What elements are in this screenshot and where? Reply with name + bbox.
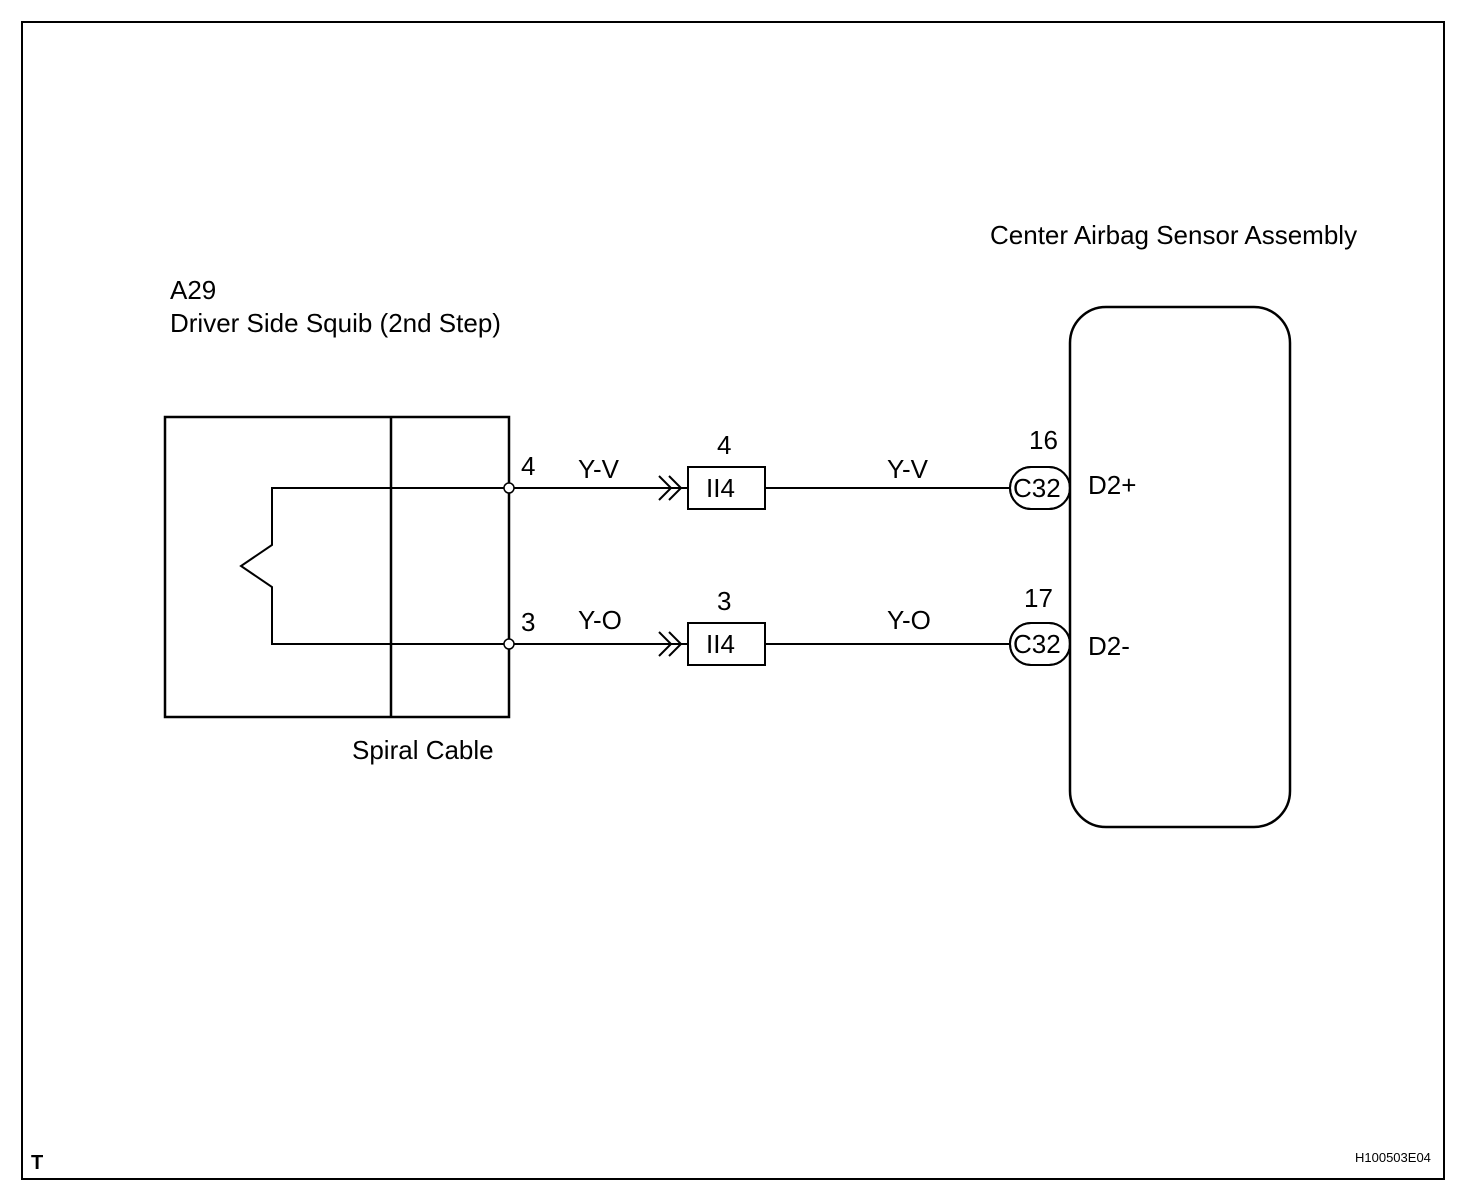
sensor-bottom-pin: 17 [1024,583,1053,613]
figure-id: H100503E04 [1355,1150,1431,1165]
junction-top-pin: 4 [717,430,731,460]
junction-connector-bottom [687,622,766,666]
sensor-connector-top-overlay [1009,466,1071,510]
wire-bottom-left-color: Y-O [578,605,622,635]
wire-top-right-color: Y-V [887,454,929,484]
squib-pin-bottom: 3 [521,607,535,637]
junction-bottom-pin: 3 [717,586,731,616]
squib-element [239,487,509,645]
chevron-bottom-2 [668,631,683,657]
sensor-connector-bottom-overlay [1009,622,1071,666]
junction-connector-top [687,466,766,510]
wire-top-left-color: Y-V [578,454,620,484]
squib-terminal-bottom [503,638,515,650]
squib-box [163,415,511,719]
sensor-top-pin: 16 [1029,425,1058,455]
spiral-cable-label: Spiral Cable [352,735,494,765]
squib-code: A29 [170,275,216,305]
sensor-top-terminal: D2+ [1088,470,1136,500]
sensor-assembly-name: Center Airbag Sensor Assembly [990,220,1357,250]
squib-name: Driver Side Squib (2nd Step) [170,308,501,338]
junction-bottom-connector: II4 [706,629,735,659]
chevron-bottom-1 [658,631,673,657]
wire-bottom-right-color: Y-O [887,605,931,635]
squib-terminal-top [503,482,515,494]
sensor-assembly-box [1068,305,1292,829]
squib-assembly [163,415,515,719]
diagram-border [21,21,1445,1180]
sensor-bottom-connector: C32 [1013,629,1061,659]
junction-top-connector: II4 [706,473,735,503]
chevron-top-2 [668,475,683,501]
sensor-bottom-terminal: D2- [1088,631,1130,661]
squib-pin-top: 4 [521,451,535,481]
chevron-top-1 [658,475,673,501]
sensor-top-connector: C32 [1013,473,1061,503]
corner-letter: T [31,1152,43,1174]
